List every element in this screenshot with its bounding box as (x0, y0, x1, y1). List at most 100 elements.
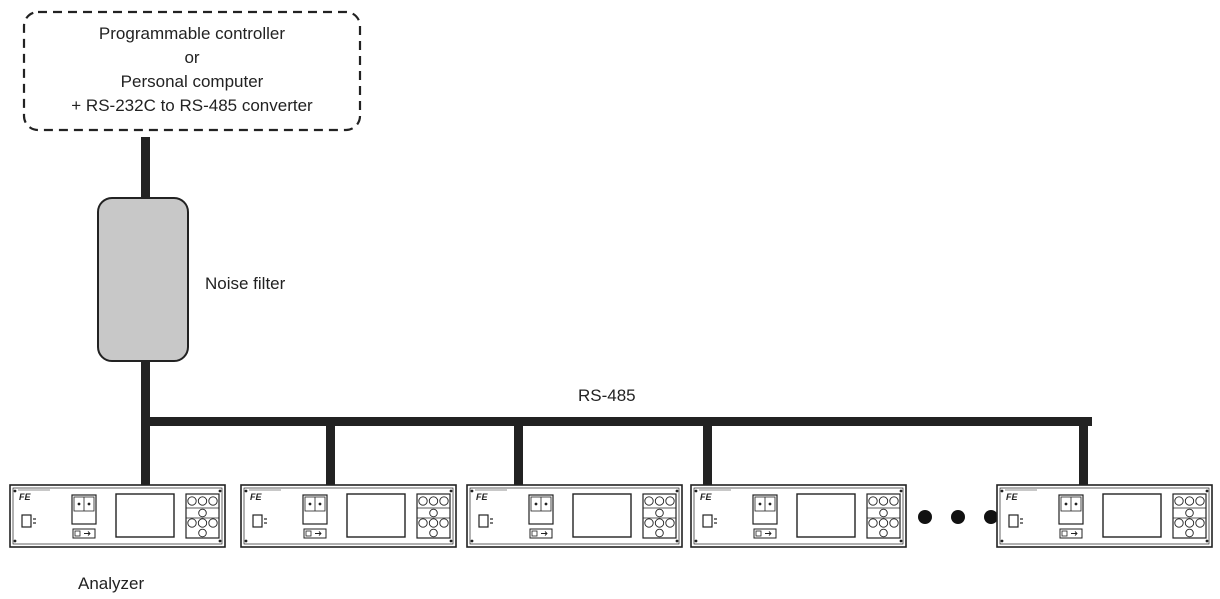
keypad-button (428, 518, 439, 528)
host-box (22, 10, 362, 132)
analyzer-group: FE FE FE FE FE (9, 484, 1213, 548)
analyzer-unit-4: FE (690, 484, 907, 548)
power-switch-icon (252, 514, 263, 528)
panel-screw (1205, 539, 1209, 543)
analyzer-panel-inner (243, 487, 454, 545)
keypad-button (1184, 496, 1195, 506)
panel-screw (13, 539, 17, 543)
cartridge-box (1061, 530, 1068, 537)
connector-pin (758, 502, 762, 506)
panel-screw (1205, 489, 1209, 493)
panel-screw (675, 489, 679, 493)
keypad-button (868, 518, 878, 528)
analyzer-unit-5: FE (996, 484, 1213, 548)
ellipsis-dot-3 (984, 510, 998, 524)
keypad-button (654, 496, 665, 506)
keypad-button (665, 496, 675, 506)
power-switch-icon (21, 514, 32, 528)
analyzer-panel-inner (693, 487, 904, 545)
host-label-line-1: Programmable controller (98, 24, 286, 43)
keypad-button (878, 496, 889, 506)
keypad-button (418, 518, 428, 528)
keypad-button (1184, 518, 1195, 528)
host-label-line-2: or (184, 48, 200, 67)
panel-screw (694, 489, 698, 493)
panel-screw (1000, 539, 1004, 543)
keypad-button (429, 528, 438, 538)
keypad-button (198, 528, 207, 538)
arrow-right-icon (541, 531, 548, 536)
keypad-button (1174, 518, 1184, 528)
panel-screw (218, 539, 222, 543)
keypad-button (879, 528, 888, 538)
panel-screw (470, 539, 474, 543)
panel-screw (449, 539, 453, 543)
panel-screw (449, 489, 453, 493)
cartridge-box (305, 530, 312, 537)
keypad-frame (1172, 493, 1207, 539)
panel-screw (470, 489, 474, 493)
analyzer-unit-3: FE (466, 484, 683, 548)
keypad-button (1195, 496, 1205, 506)
manufacturer-logo: FE (476, 492, 488, 502)
cartridge-slot-icon (529, 528, 553, 539)
host-label: Programmable controller or Personal comp… (24, 22, 360, 118)
cartridge-box (755, 530, 762, 537)
power-switch-icon (478, 514, 489, 528)
analyzer-label: Analyzer (78, 574, 145, 593)
keypad-button (644, 518, 654, 528)
manufacturer-logo: FE (1006, 492, 1018, 502)
power-switch-icon (702, 514, 713, 528)
panel-screw (694, 539, 698, 543)
panel-screw (244, 539, 248, 543)
keypad-button (868, 496, 878, 506)
keypad-frame (642, 493, 677, 539)
arrow-right-icon (765, 531, 772, 536)
ellipsis-dot-1 (918, 510, 932, 524)
keypad-button (879, 508, 888, 518)
noise-filter-label: Noise filter (205, 274, 286, 293)
connector-pin (1074, 502, 1078, 506)
keypad-button (665, 518, 675, 528)
keypad-frame (185, 493, 220, 539)
display-screen (346, 493, 406, 538)
keypad-button (644, 496, 654, 506)
bus-drop-4 (703, 417, 712, 485)
bus-drop-5 (1079, 417, 1088, 485)
keypad-button (428, 496, 439, 506)
host-label-line-3: Personal computer (120, 72, 264, 91)
panel-screw (899, 539, 903, 543)
cartridge-box (74, 530, 81, 537)
trunk-line-upper (141, 137, 150, 199)
keypad-button (1185, 528, 1194, 538)
connector-pin (77, 502, 81, 506)
keypad-button (197, 496, 208, 506)
arrow-right-icon (315, 531, 322, 536)
manufacturer-logo: FE (700, 492, 712, 502)
keypad-button (439, 518, 449, 528)
analyzer-panel-inner (12, 487, 223, 545)
display-screen (1102, 493, 1162, 538)
analyzer-panel-inner (469, 487, 680, 545)
rs485-label: RS-485 (578, 386, 636, 405)
keypad-button (1185, 508, 1194, 518)
panel-screw (1000, 489, 1004, 493)
bus-drop-3 (514, 417, 523, 485)
connector-pin (308, 502, 312, 506)
manufacturer-logo: FE (19, 492, 31, 502)
keypad-button (208, 496, 218, 506)
analyzer-unit-2: FE (240, 484, 457, 548)
keypad-button (889, 496, 899, 506)
panel-screw (675, 539, 679, 543)
panel-screw (218, 489, 222, 493)
keypad-button (1195, 518, 1205, 528)
display-screen (115, 493, 175, 538)
connector-pin (87, 502, 91, 506)
cartridge-slot-icon (753, 528, 777, 539)
panel-screw (899, 489, 903, 493)
connector-pin (1064, 502, 1068, 506)
cartridge-slot-icon (303, 528, 327, 539)
analyzer-panel-inner (999, 487, 1210, 545)
